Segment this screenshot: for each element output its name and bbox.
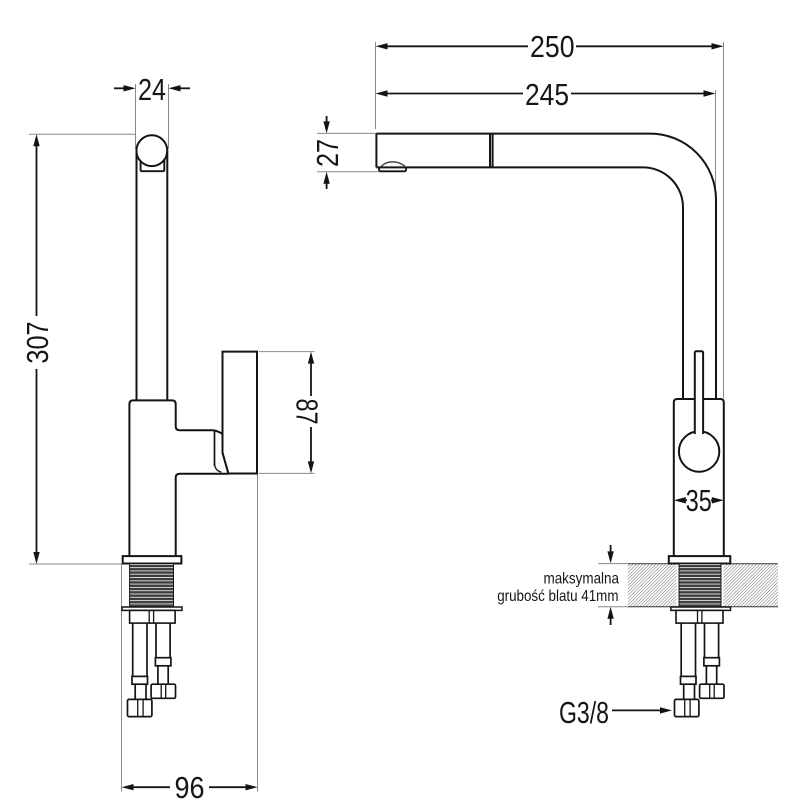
svg-text:maksymalna: maksymalna <box>544 570 620 587</box>
svg-text:307: 307 <box>20 321 55 363</box>
svg-text:87: 87 <box>290 399 325 425</box>
svg-text:245: 245 <box>525 77 569 112</box>
svg-text:35: 35 <box>686 483 712 518</box>
svg-text:grubość blatu 41mm: grubość blatu 41mm <box>497 588 618 605</box>
svg-text:24: 24 <box>138 72 166 107</box>
svg-text:27: 27 <box>310 139 345 167</box>
svg-text:250: 250 <box>530 29 575 64</box>
svg-text:G3/8: G3/8 <box>559 695 609 730</box>
svg-text:96: 96 <box>175 770 205 800</box>
